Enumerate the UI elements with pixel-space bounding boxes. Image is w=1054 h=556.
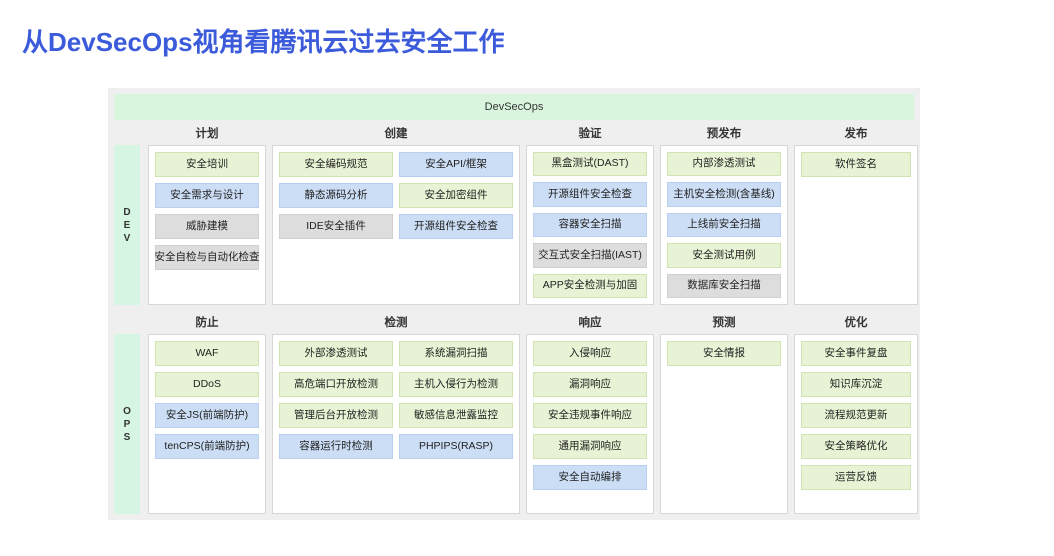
- capability-card[interactable]: 安全策略优化: [801, 434, 911, 459]
- capability-card[interactable]: 外部渗透测试: [279, 341, 393, 366]
- column-header-创建: 创建: [384, 128, 408, 140]
- capability-card[interactable]: 威胁建模: [155, 214, 259, 239]
- ops-column-headers: 防止 检测 响应 预测 优化: [114, 310, 914, 334]
- capability-card[interactable]: 容器运行时检测: [279, 434, 393, 459]
- column-header-预发布: 预发布: [706, 128, 742, 140]
- capability-card[interactable]: 开源组件安全检查: [399, 214, 513, 239]
- capability-card[interactable]: 上线前安全扫描: [667, 212, 781, 238]
- stage-预发布-subcolumn-1: 内部渗透测试主机安全检测(含基线) 上线前安全扫描安全测试用例数据库安全扫描: [667, 152, 781, 299]
- capability-card[interactable]: 系统漏洞扫描: [399, 341, 513, 366]
- stage-检测-subcolumn-1: 外部渗透测试高危端口开放检测管理后台开放检测容器运行时检测: [279, 341, 393, 507]
- capability-card[interactable]: 漏洞响应: [533, 372, 647, 397]
- stage-防止: WAF DDoS 安全JS(前端防护) tenCPS(前端防护): [148, 334, 266, 514]
- column-header-发布: 发布: [844, 128, 868, 140]
- capability-card[interactable]: 运营反馈: [801, 465, 911, 490]
- stage-预发布: 内部渗透测试主机安全检测(含基线) 上线前安全扫描安全测试用例数据库安全扫描: [660, 145, 788, 305]
- capability-card[interactable]: PHPIPS(RASP): [399, 434, 513, 459]
- capability-card[interactable]: 交互式安全扫描(IAST): [533, 243, 647, 268]
- capability-card[interactable]: 主机入侵行为检测: [399, 372, 513, 397]
- stage-创建-subcolumn-1: 安全编码规范静态源码分析 IDE安全插件: [279, 152, 393, 298]
- column-header-防止: 防止: [195, 317, 219, 329]
- capability-card[interactable]: tenCPS(前端防护): [155, 434, 259, 459]
- capability-card[interactable]: IDE安全插件: [279, 214, 393, 239]
- capability-card[interactable]: 黑盒测试(DAST): [533, 152, 647, 177]
- capability-card[interactable]: 安全违规事件响应: [533, 403, 647, 428]
- stage-验证: 黑盒测试(DAST) 开源组件安全检查容器安全扫描交互式安全扫描(IAST) APP…: [526, 145, 654, 305]
- capability-card[interactable]: 高危端口开放检测: [279, 372, 393, 397]
- devsecops-banner: DevSecOps: [114, 94, 914, 120]
- capability-card[interactable]: 安全自动编排: [533, 465, 647, 490]
- capability-card[interactable]: 安全培训: [155, 152, 259, 177]
- stage-预测: 安全情报: [660, 334, 788, 514]
- stage-优化-subcolumn-1: 安全事件复盘知识库沉淀流程规范更新安全策略优化运营反馈: [801, 341, 911, 507]
- column-header-优化: 优化: [844, 317, 868, 329]
- stage-预测-subcolumn-1: 安全情报: [667, 341, 781, 507]
- stage-响应-subcolumn-1: 入侵响应漏洞响应安全违规事件响应通用漏洞响应安全自动编排: [533, 341, 647, 507]
- capability-card[interactable]: 知识库沉淀: [801, 372, 911, 397]
- column-header-预测: 预测: [712, 317, 736, 329]
- devsecops-banner-label: DevSecOps: [484, 101, 544, 113]
- capability-card[interactable]: 安全加密组件: [399, 183, 513, 208]
- stage-发布-subcolumn-1: 软件签名: [801, 152, 911, 298]
- column-header-响应: 响应: [578, 317, 602, 329]
- dev-column-headers: 计划 创建 验证 预发布 发布: [114, 121, 914, 145]
- capability-card[interactable]: 敏感信息泄露监控: [399, 403, 513, 428]
- capability-card[interactable]: 入侵响应: [533, 341, 647, 366]
- capability-card[interactable]: 通用漏洞响应: [533, 434, 647, 459]
- stage-检测: 外部渗透测试高危端口开放检测管理后台开放检测容器运行时检测系统漏洞扫描主机入侵行…: [272, 334, 520, 514]
- stage-验证-subcolumn-1: 黑盒测试(DAST) 开源组件安全检查容器安全扫描交互式安全扫描(IAST) APP…: [533, 152, 647, 299]
- capability-card[interactable]: 开源组件安全检查: [533, 182, 647, 207]
- capability-card[interactable]: 流程规范更新: [801, 403, 911, 428]
- column-header-检测: 检测: [384, 317, 408, 329]
- capability-card[interactable]: 管理后台开放检测: [279, 403, 393, 428]
- capability-card[interactable]: 内部渗透测试: [667, 152, 781, 177]
- capability-card[interactable]: APP安全检测与加固: [533, 273, 647, 299]
- page-title: 从DevSecOps视角看腾讯云过去安全工作: [22, 27, 505, 57]
- capability-card[interactable]: DDoS: [155, 372, 259, 397]
- capability-card[interactable]: 安全测试用例: [667, 243, 781, 268]
- capability-card[interactable]: 安全事件复盘: [801, 341, 911, 366]
- capability-card[interactable]: 安全情报: [667, 341, 781, 366]
- stage-检测-subcolumn-2: 系统漏洞扫描主机入侵行为检测敏感信息泄露监控 PHPIPS(RASP): [399, 341, 513, 507]
- stage-响应: 入侵响应漏洞响应安全违规事件响应通用漏洞响应安全自动编排: [526, 334, 654, 514]
- capability-card[interactable]: 安全自检与自动化检查: [155, 245, 260, 270]
- capability-card[interactable]: 主机安全检测(含基线): [667, 182, 781, 207]
- stage-优化: 安全事件复盘知识库沉淀流程规范更新安全策略优化运营反馈: [794, 334, 918, 514]
- stage-创建-subcolumn-2: 安全API/框架安全加密组件开源组件安全检查: [399, 152, 513, 298]
- capability-card[interactable]: 数据库安全扫描: [667, 273, 781, 299]
- stage-防止-subcolumn-1: WAF DDoS 安全JS(前端防护) tenCPS(前端防护): [155, 341, 259, 507]
- column-header-计划: 计划: [195, 128, 219, 140]
- capability-card[interactable]: 容器安全扫描: [533, 212, 647, 238]
- stage-计划-subcolumn-1: 安全培训安全需求与设计威胁建模安全自检与自动化检查: [155, 152, 260, 298]
- capability-card[interactable]: 安全需求与设计: [155, 183, 259, 208]
- stage-计划: 安全培训安全需求与设计威胁建模安全自检与自动化检查: [148, 145, 266, 305]
- column-header-验证: 验证: [578, 128, 602, 140]
- capability-card[interactable]: 安全API/框架: [399, 152, 513, 177]
- capability-card[interactable]: 静态源码分析: [279, 183, 393, 208]
- capability-card[interactable]: 软件签名: [801, 152, 911, 177]
- capability-card[interactable]: 安全编码规范: [279, 152, 393, 177]
- stage-发布: 软件签名: [794, 145, 918, 305]
- capability-card[interactable]: 安全JS(前端防护): [155, 403, 259, 428]
- capability-card[interactable]: WAF: [155, 341, 259, 366]
